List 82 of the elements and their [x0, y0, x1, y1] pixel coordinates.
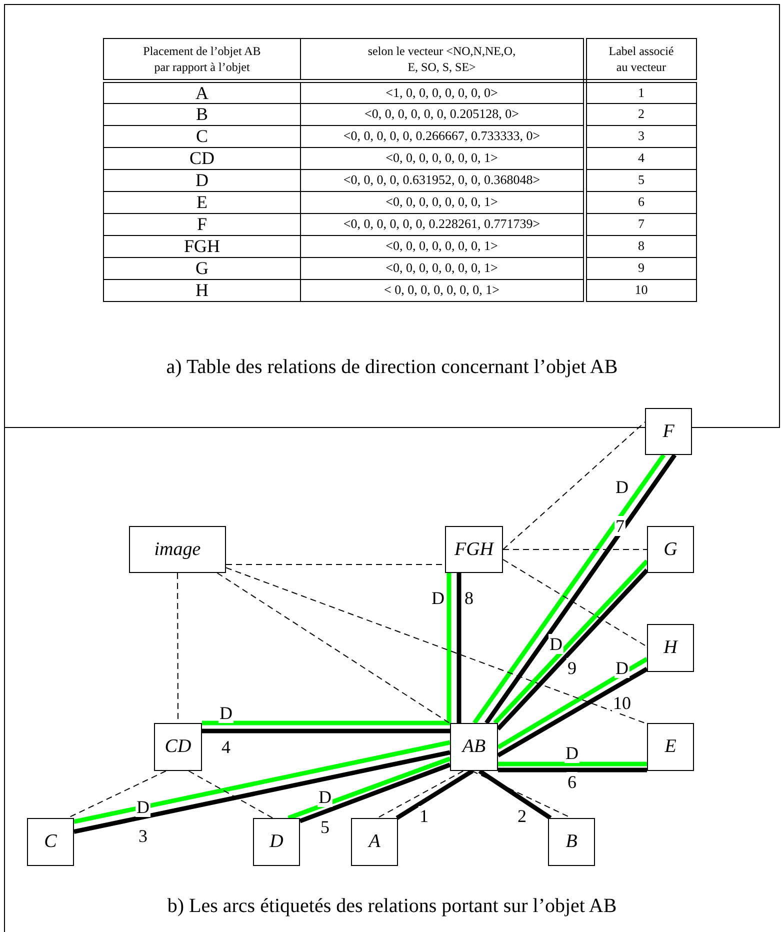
node-label: FGH	[454, 538, 494, 560]
relation-line	[496, 656, 648, 750]
header-cell: selon le vecteur <NO,N,NE,O, E, SO, S, SE>	[300, 38, 584, 80]
relation-line	[496, 666, 648, 758]
relation-line	[498, 762, 647, 766]
relation-line	[202, 720, 450, 726]
relation-line	[202, 728, 450, 734]
table-cell: <0, 0, 0, 0, 0, 0, 0, 1>	[300, 235, 584, 257]
table-cell: D	[104, 169, 300, 191]
table-cell: B	[104, 103, 300, 125]
node-label: G	[664, 538, 678, 560]
node-box	[647, 526, 694, 573]
relation-line	[74, 740, 450, 824]
table-cell: A	[104, 80, 300, 103]
relation-line	[446, 573, 452, 723]
table-cell: 9	[584, 257, 696, 279]
table-cell: CD	[104, 147, 300, 169]
table-cell: <0, 0, 0, 0, 0, 0, 0, 1>	[300, 257, 584, 279]
node-box	[647, 624, 694, 672]
node-box	[253, 818, 300, 866]
relation-line	[396, 769, 474, 820]
table-cell: F	[104, 213, 300, 235]
table-cell: 8	[584, 235, 696, 257]
node-box	[548, 818, 595, 866]
caption: b) Les arcs étiquetés des relations portant sur l’objet AB	[166, 894, 618, 919]
node-label: C	[44, 831, 57, 853]
header-cell: Label associé au vecteur	[584, 38, 696, 80]
node-label: CD	[164, 736, 192, 758]
table-cell: <0, 0, 0, 0, 0, 0.266667, 0.733333, 0>	[300, 125, 584, 147]
dashed-line	[67, 770, 166, 818]
relation-line	[299, 762, 451, 824]
table-cell: <0, 0, 0, 0, 0, 0, 0, 1>	[300, 147, 584, 169]
table-cell: <0, 0, 0, 0, 0, 0, 0.205128, 0>	[300, 103, 584, 125]
node-box	[450, 723, 498, 771]
table-cell: <0, 0, 0, 0, 0.631952, 0, 0, 0.368048>	[300, 169, 584, 191]
table-cell: 6	[584, 191, 696, 213]
table-cell: < 0, 0, 0, 0, 0, 0, 0, 1>	[300, 279, 584, 301]
table-cell: 3	[584, 125, 696, 147]
dashed-line	[502, 549, 648, 550]
table-cell: 5	[584, 169, 696, 191]
node-box	[129, 526, 226, 573]
table-cell: 10	[584, 279, 696, 301]
node-box	[154, 723, 202, 771]
relation-line	[74, 750, 450, 834]
table-cell: C	[104, 125, 300, 147]
dashed-line	[502, 559, 648, 648]
relation-line	[478, 769, 552, 820]
table-cell: <1, 0, 0, 0, 0, 0, 0, 0>	[300, 80, 584, 103]
node-label: D	[270, 831, 284, 853]
edge-label: D	[548, 634, 564, 654]
node-label: H	[664, 637, 678, 659]
dashed-line	[502, 421, 646, 550]
node-label: B	[566, 831, 578, 853]
table-cell: <0, 0, 0, 0, 0, 0, 0.228261, 0.771739>	[300, 213, 584, 235]
node-box	[645, 408, 692, 455]
node-box	[27, 818, 74, 866]
table-cell: 4	[584, 147, 696, 169]
table-cell: G	[104, 257, 300, 279]
node-box	[351, 818, 398, 866]
table-cell: 7	[584, 213, 696, 235]
relation-line	[456, 573, 462, 723]
node-label: F	[662, 420, 674, 442]
node-box	[445, 526, 503, 573]
node-label: A	[368, 831, 380, 853]
edge-label: 7	[614, 516, 626, 536]
node-label: E	[664, 736, 676, 758]
table-cell: 1	[584, 80, 696, 103]
table-cell: 2	[584, 103, 696, 125]
caption: a) Table des relations de direction concernant l’objet AB	[165, 355, 619, 380]
node-label: AB	[462, 736, 486, 758]
table-cell: <0, 0, 0, 0, 0, 0, 0, 1>	[300, 191, 584, 213]
relation-line	[288, 756, 451, 820]
table-cell: FGH	[104, 235, 300, 257]
header-cell: Placement de l’objet AB par rapport à l’objet	[104, 38, 300, 80]
dashed-line	[188, 770, 274, 818]
node-box	[647, 723, 694, 771]
dashed-line	[376, 770, 464, 818]
table-cell: E	[104, 191, 300, 213]
relation-line	[498, 768, 647, 772]
node-label: image	[154, 538, 201, 560]
dashed-line	[216, 572, 450, 724]
table-cell: H	[104, 279, 300, 301]
